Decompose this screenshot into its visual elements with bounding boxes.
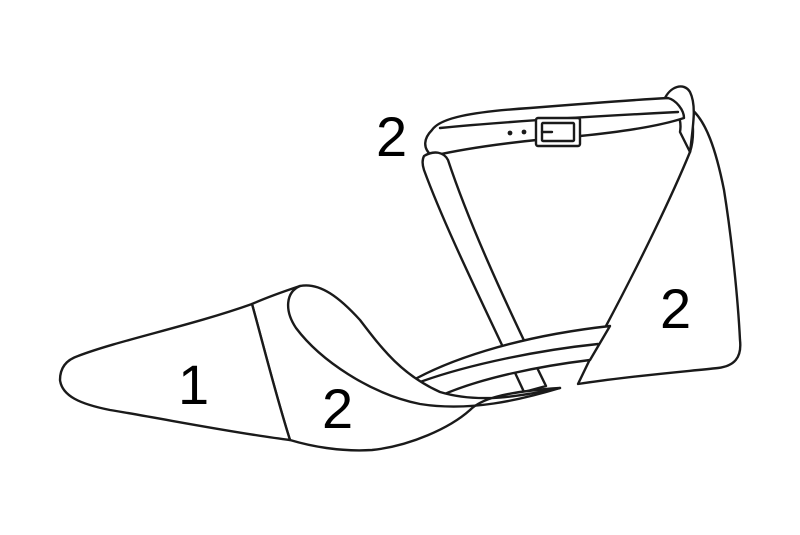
strap-hole-2 [521, 129, 527, 135]
strap-hole-1 [507, 130, 513, 136]
heel-counter [576, 106, 742, 386]
footbed-inner-line [418, 342, 600, 384]
label-toe-cap: 1 [178, 353, 209, 416]
vamp-piece [250, 284, 562, 452]
label-heel-counter: 2 [660, 277, 691, 340]
toe-cap [58, 302, 292, 442]
label-ankle-strap: 2 [376, 105, 407, 168]
vamp-topline [287, 284, 562, 408]
label-vamp: 2 [322, 377, 353, 440]
